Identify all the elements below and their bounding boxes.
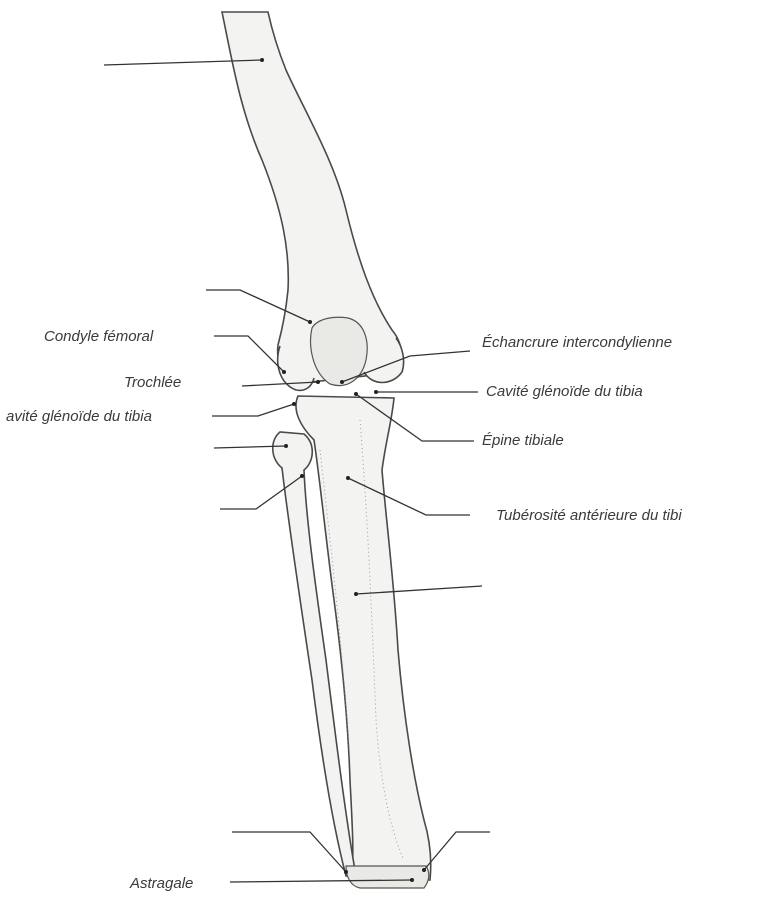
leader-malleole-tibia: [424, 832, 490, 870]
label-condyle-femoral: Condyle fémoral: [44, 328, 154, 345]
label-trochlee: Trochlée: [124, 374, 181, 391]
label-cavite-glenoide-left: avité glénoïde du tibia: [6, 408, 152, 425]
leader-malleole-fibula: [232, 832, 346, 872]
label-astragale: Astragale: [129, 875, 193, 892]
leader-cavite-left: [212, 404, 294, 416]
leader-condyle-femoral: [214, 336, 284, 372]
label-tuberosite-anterieure: Tubérosité antérieure du tibi: [496, 507, 682, 524]
ankle-talus: [346, 866, 429, 888]
label-epine-tibiale: Épine tibiale: [482, 432, 564, 449]
label-cavite-glenoide-right: Cavité glénoïde du tibia: [486, 383, 643, 400]
label-echancrure-intercondylienne: Échancrure intercondylienne: [482, 334, 672, 351]
